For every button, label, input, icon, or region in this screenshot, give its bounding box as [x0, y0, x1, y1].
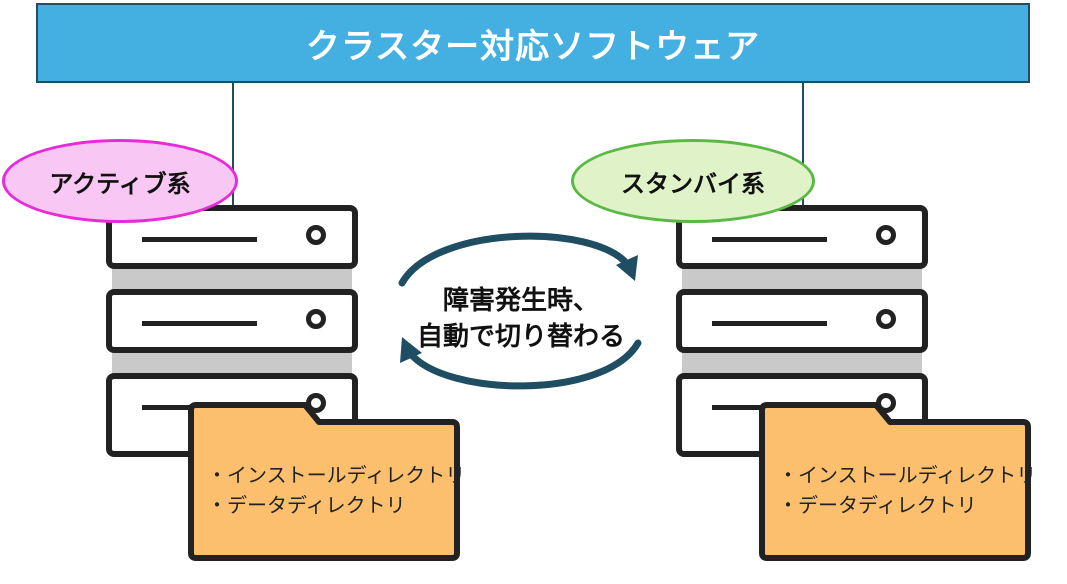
failover-description: 障害発生時、 自動で切り替わる [396, 283, 646, 355]
active-folder-icon: ・インストールディレクトリ ・データディレクトリ [187, 402, 465, 562]
failover-line-1: 障害発生時、 [442, 286, 599, 316]
server-unit [676, 289, 928, 353]
folder-item-data-dir: ・データディレクトリ [778, 493, 977, 517]
standby-label-text: スタンバイ系 [621, 169, 765, 198]
failover-line-2: 自動で切り替わる [416, 322, 625, 352]
cluster-software-banner: クラスター対応ソフトウェア [36, 3, 1030, 83]
folder-item-install-dir: ・インストールディレクトリ [207, 463, 466, 487]
active-connector-line [232, 83, 234, 205]
server-unit [106, 289, 358, 353]
standby-system-label: スタンバイ系 [571, 139, 815, 223]
standby-folder-icon: ・インストールディレクトリ ・データディレクトリ [758, 402, 1036, 562]
folder-item-data-dir: ・データディレクトリ [207, 493, 406, 517]
banner-title: クラスター対応ソフトウェア [305, 26, 761, 67]
folder-item-install-dir: ・インストールディレクトリ [778, 463, 1037, 487]
failover-cycle-arrows-icon [398, 232, 642, 390]
standby-connector-line [802, 83, 804, 205]
active-label-text: アクティブ系 [49, 169, 191, 198]
active-system-label: アクティブ系 [2, 139, 238, 223]
